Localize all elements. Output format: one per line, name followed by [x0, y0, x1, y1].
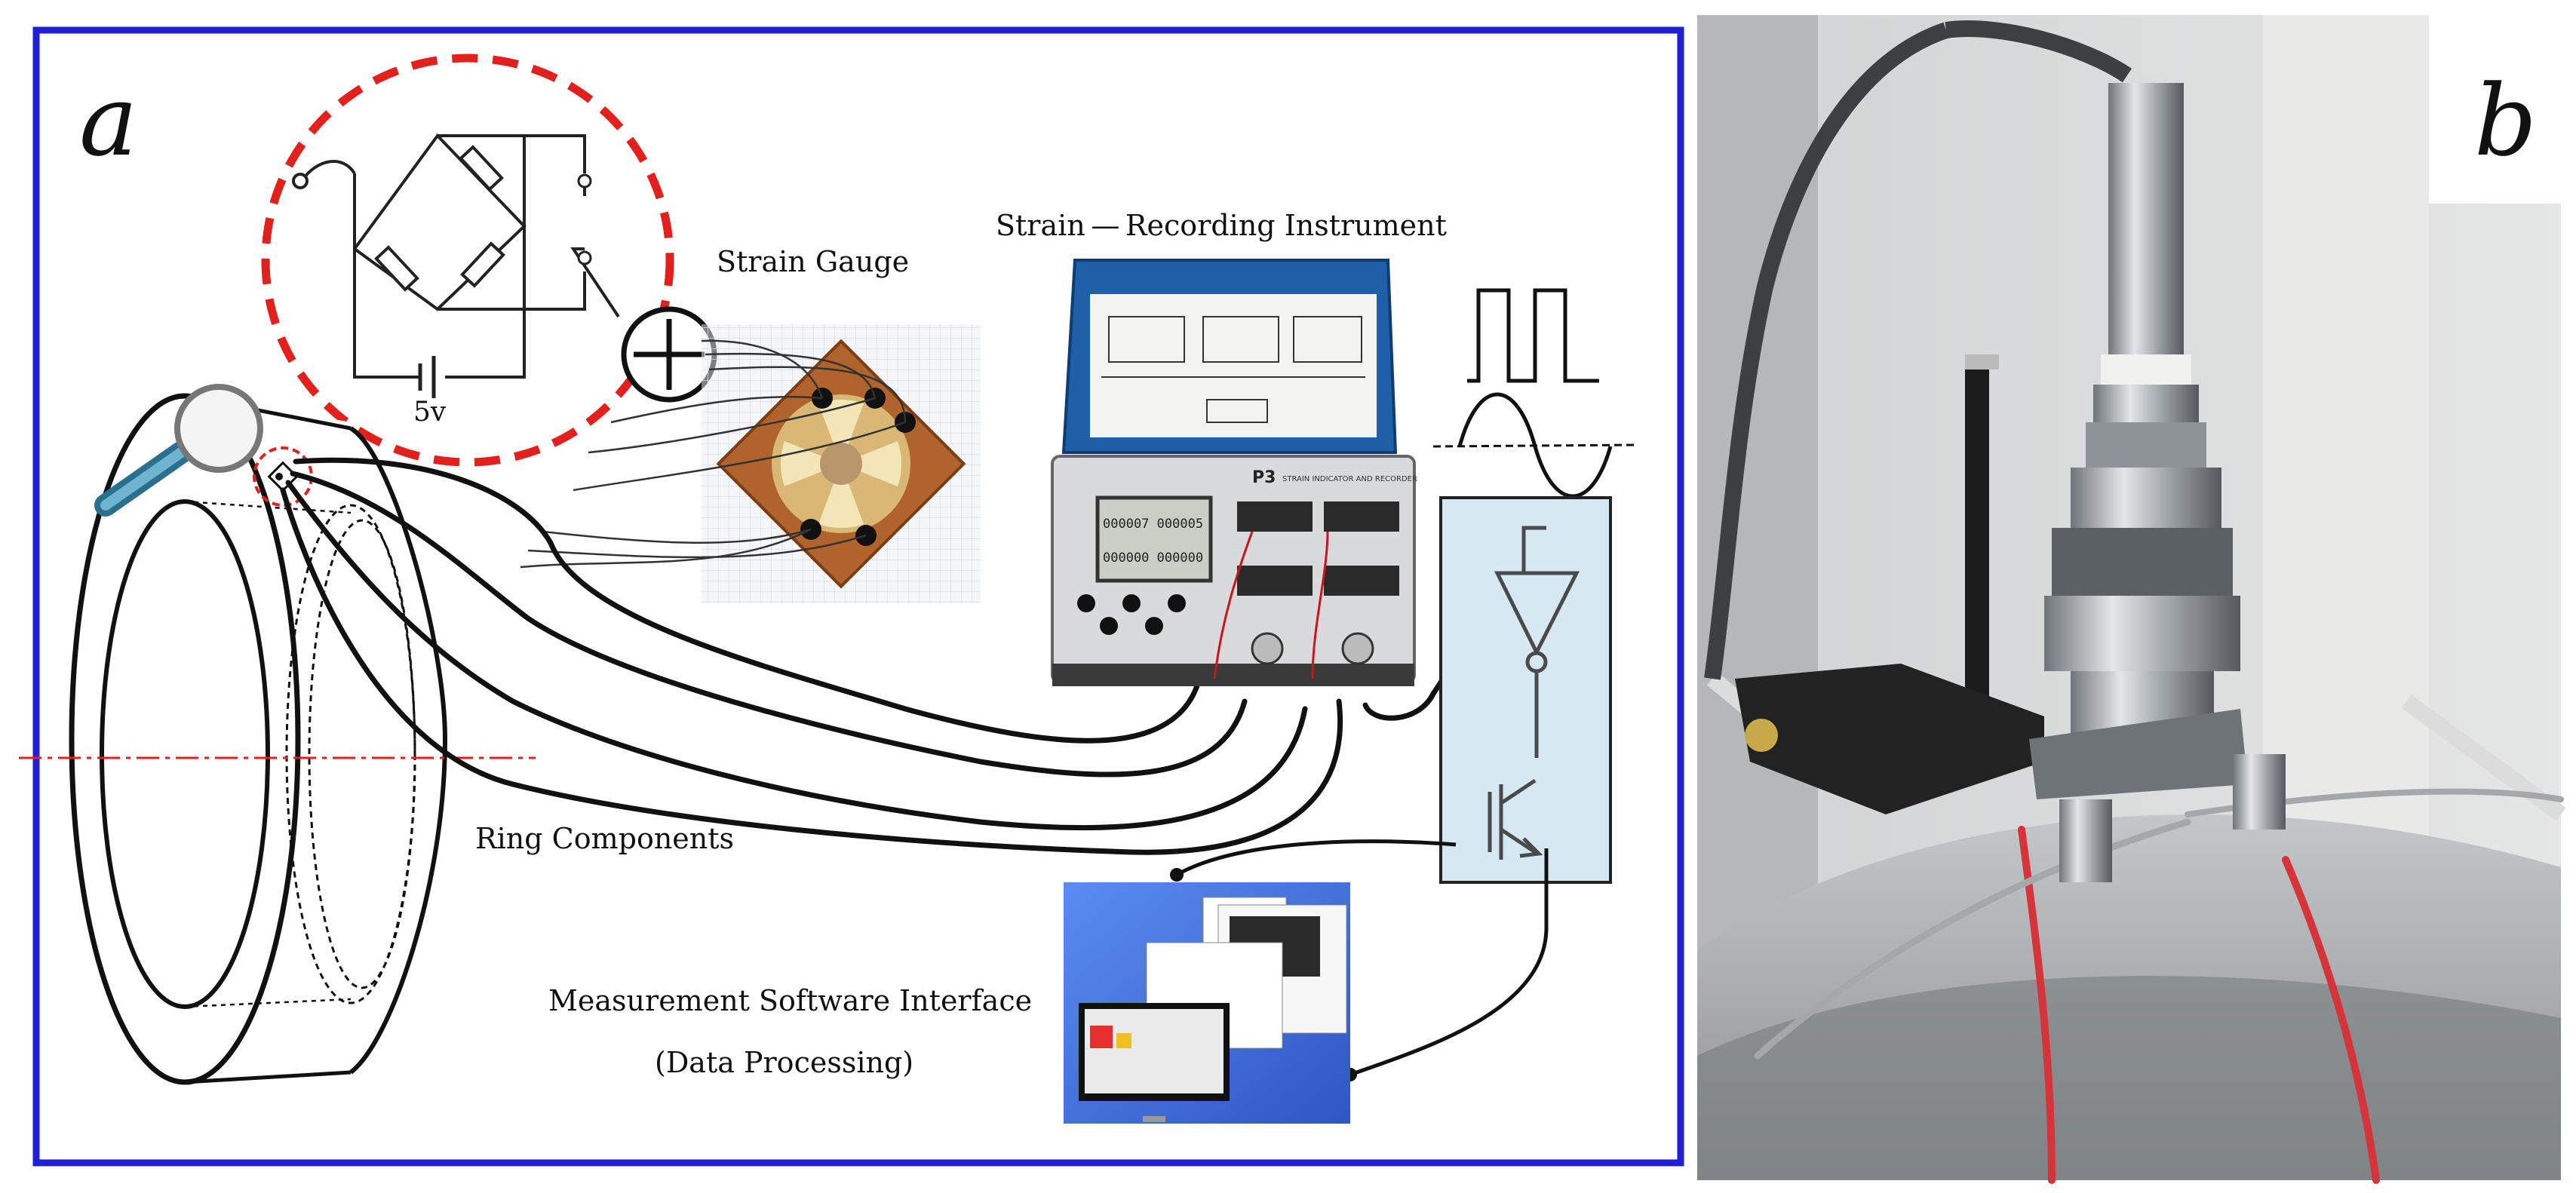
- summing-node: [621, 306, 717, 403]
- panel-b-letter-box: [2429, 15, 2561, 204]
- instrument-display-line1: 000007 000005: [1103, 517, 1203, 532]
- panel-a-letter: a: [79, 63, 138, 178]
- software-label-line1: Measurement Software Interface: [548, 984, 1032, 1017]
- magnifier-icon: [94, 384, 263, 517]
- displacement-probe: [2044, 83, 2240, 739]
- strain-recording-instrument: 000007 000005 000000 000000 P3 STRAIN IN…: [1051, 259, 1417, 686]
- instrument-brand-sub: STRAIN INDICATOR AND RECORDER: [1282, 475, 1417, 483]
- panel-a: a: [19, 26, 1684, 1167]
- strain-gauge-photo: [702, 324, 981, 603]
- signal-waveforms: [1432, 288, 1638, 498]
- ring-components-label: Ring Components: [475, 822, 734, 855]
- panel-b-letter: b: [2474, 63, 2537, 178]
- sensor-cable: [1704, 22, 1949, 680]
- instrument-display-line2: 000000 000000: [1103, 550, 1203, 566]
- voltage-label: 5v: [413, 397, 447, 428]
- software-label-line2: (Data Processing): [655, 1046, 913, 1079]
- signal-conditioning-block: [1343, 496, 1612, 1081]
- data-link-wire: [1175, 839, 1457, 877]
- instrument-brand: P3: [1252, 468, 1276, 487]
- panel-b: b: [1697, 15, 2566, 1184]
- software-interface-image: [1064, 882, 1350, 1124]
- gauge-lead-wires: [520, 339, 907, 569]
- bridge-circuit-inset: 5v: [261, 54, 674, 467]
- strain-gauge-label: Strain Gauge: [717, 245, 909, 278]
- instrument-label: Strain — Recording Instrument: [996, 209, 1447, 242]
- signal-cables: [280, 457, 1504, 855]
- mounting-bracket: [1735, 354, 2248, 814]
